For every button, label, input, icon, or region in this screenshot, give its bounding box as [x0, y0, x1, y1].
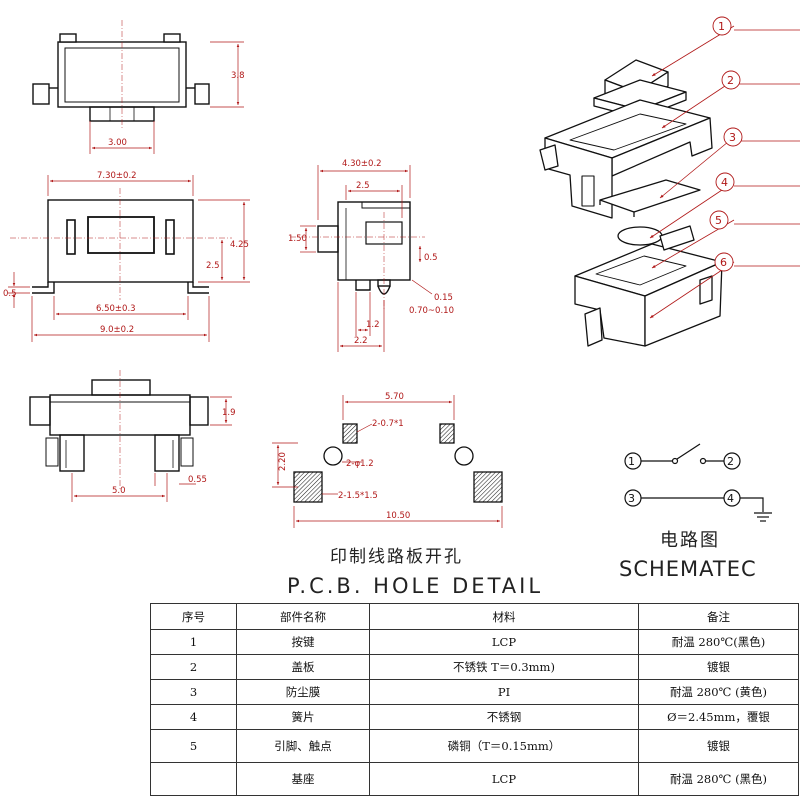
bill-of-materials-table: 序号 部件名称 材料 备注 1 按键 LCP 耐温 280℃(黑色) 2 盖板 …	[150, 603, 799, 796]
cell-no: 5	[150, 729, 237, 763]
front-view	[32, 199, 209, 294]
dim-side-inner: 2.5	[356, 181, 370, 191]
cell-material: 不锈铁 T＝0.3mm)	[369, 654, 639, 680]
dim-side-gap: 0.5	[424, 253, 438, 263]
schematic	[624, 443, 772, 522]
dim-pcb-pad: 2-1.5*1.5	[338, 491, 378, 501]
cell-material: PI	[369, 679, 639, 705]
dim-front-mid: 2.5	[206, 261, 220, 271]
callout-4: 4	[721, 176, 728, 189]
dim-side-height: 1.50	[288, 234, 307, 244]
dim-front-leg: 0.5	[3, 289, 17, 299]
front-view-dims	[8, 175, 250, 342]
cell-note: 耐温 280℃(黑色)	[638, 629, 799, 655]
cell-material: LCP	[369, 762, 639, 796]
exploded-view	[539, 59, 723, 347]
cell-no	[150, 762, 237, 796]
dim-pcb-height: 2.20	[278, 452, 288, 471]
dim-pcb-slot: 2-0.7*1	[372, 419, 404, 429]
cell-part: 防尘膜	[236, 679, 370, 705]
cell-part: 引脚、触点	[236, 729, 370, 763]
header-material: 材料	[369, 603, 639, 630]
schematic-pin-4: 4	[727, 492, 734, 505]
dim-bottom-height: 1.9	[222, 408, 236, 418]
cell-note: 耐温 280℃ (黑色)	[638, 762, 799, 796]
dim-front-pitch: 6.50±0.3	[96, 304, 136, 314]
cell-no: 3	[150, 679, 237, 705]
callout-6: 6	[720, 256, 727, 269]
table-row: 5 引脚、触点 磷铜（T＝0.15mm） 镀银	[150, 729, 799, 763]
dim-pcb-hole: 2-φ1.2	[346, 459, 374, 469]
pcb-dims	[272, 395, 503, 528]
schematic-pin-1: 1	[628, 455, 635, 468]
header-part: 部件名称	[236, 603, 370, 630]
header-no: 序号	[150, 603, 237, 630]
top-view	[32, 33, 210, 122]
cell-part: 盖板	[236, 654, 370, 680]
table-row: 4 簧片 不锈钢 Ø＝2.45mm，覆银	[150, 704, 799, 730]
callout-lines	[649, 25, 800, 319]
pcb-title-cn: 印制线路板开孔	[330, 547, 463, 567]
schematic-pin-2: 2	[727, 455, 734, 468]
table-row: 3 防尘膜 PI 耐温 280℃ (黄色)	[150, 679, 799, 705]
callout-3: 3	[729, 131, 736, 144]
pcb-title-en: P.C.B. HOLE DETAIL	[287, 574, 543, 598]
callout-circles	[709, 16, 743, 272]
cell-note: 镀银	[638, 654, 799, 680]
dim-pcb-total: 10.50	[386, 511, 410, 521]
callout-1: 1	[718, 20, 725, 33]
dim-side-foot2: 2.2	[354, 336, 368, 346]
cell-part: 簧片	[236, 704, 370, 730]
table-header-row: 序号 部件名称 材料 备注	[150, 603, 799, 630]
bottom-view	[29, 379, 209, 472]
dim-side-width: 4.30±0.2	[342, 159, 382, 169]
cell-material: 不锈钢	[369, 704, 639, 730]
table-row: 2 盖板 不锈铁 T＝0.3mm) 镀银	[150, 654, 799, 680]
cell-note: Ø＝2.45mm，覆银	[638, 704, 799, 730]
dim-front-height: 4.25	[230, 240, 249, 250]
schematic-title-cn: 电路图	[660, 530, 720, 551]
schematic-title-en: SCHEMATEC	[619, 557, 757, 581]
table-row: 基座 LCP 耐温 280℃ (黑色)	[150, 762, 799, 796]
dim-side-foot1: 1.2	[366, 320, 380, 330]
cell-part: 按键	[236, 629, 370, 655]
dim-bottom-lead: 0.55	[188, 475, 207, 485]
bottom-view-dims	[71, 370, 232, 502]
cell-note: 耐温 280℃ (黄色)	[638, 679, 799, 705]
callout-5: 5	[715, 214, 722, 227]
dim-top-width: 3.00	[108, 138, 127, 148]
dim-pcb-top: 5.70	[385, 392, 404, 402]
pcb-layout	[293, 423, 503, 503]
cell-no: 4	[150, 704, 237, 730]
top-view-dims	[89, 20, 244, 154]
cell-no: 2	[150, 654, 237, 680]
dim-side-tol2: 0.70~0.10	[409, 306, 454, 316]
table-row: 1 按键 LCP 耐温 280℃(黑色)	[150, 629, 799, 655]
side-view-dims	[290, 165, 433, 352]
header-note: 备注	[638, 603, 799, 630]
dim-top-height: 3.8	[231, 71, 245, 81]
dim-bottom-pitch: 5.0	[112, 486, 126, 496]
cell-part: 基座	[236, 762, 370, 796]
side-view	[317, 201, 411, 295]
cell-note: 镀银	[638, 729, 799, 763]
callout-2: 2	[727, 74, 734, 87]
dim-side-tol1: 0.15	[434, 293, 453, 303]
cell-material: 磷铜（T＝0.15mm）	[369, 729, 639, 763]
schematic-pin-3: 3	[628, 492, 635, 505]
dim-front-width: 7.30±0.2	[97, 171, 137, 181]
dim-front-total: 9.0±0.2	[100, 325, 134, 335]
cell-no: 1	[150, 629, 237, 655]
cell-material: LCP	[369, 629, 639, 655]
